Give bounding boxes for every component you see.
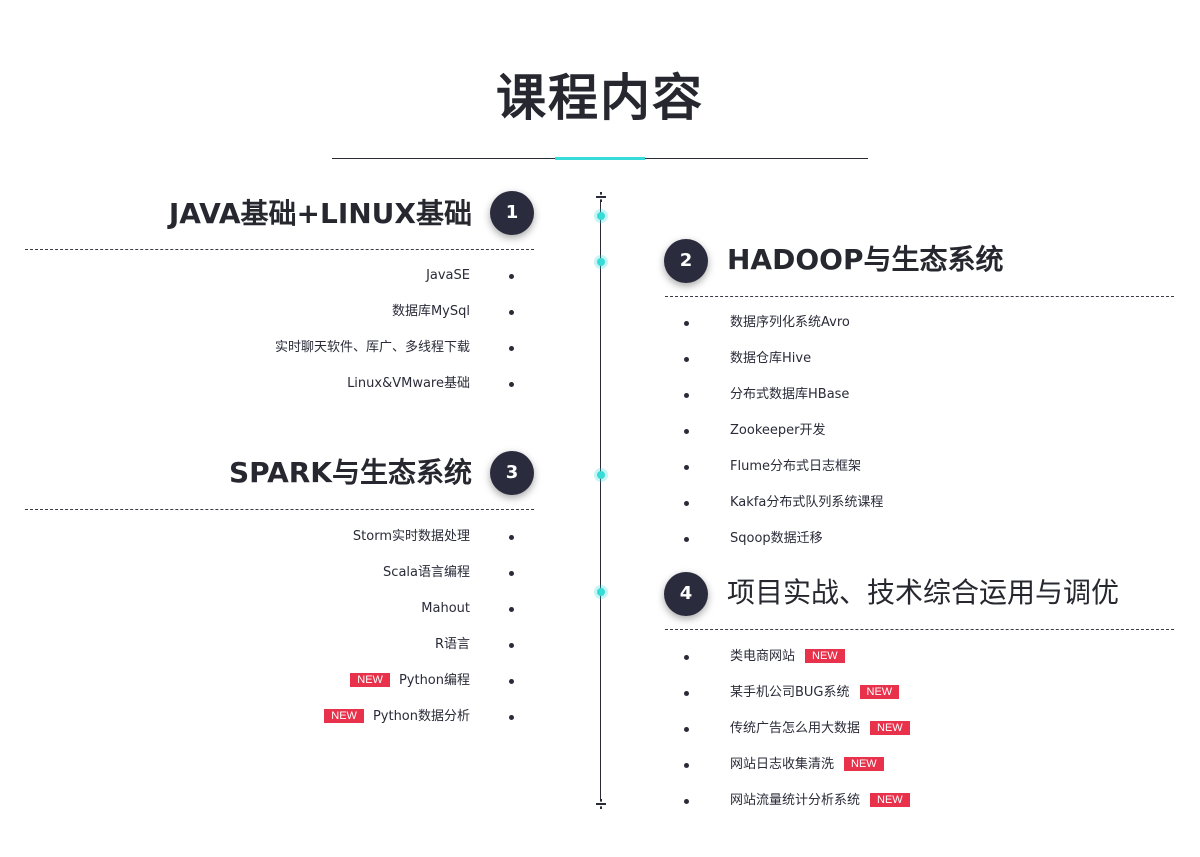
list-item-label: 类电商网站 (730, 649, 796, 664)
list-item-label: Flume分布式日志框架 (730, 459, 861, 474)
list-item: 分布式数据库HBase (665, 385, 1174, 421)
section-1-item-list: JavaSE 数据库MySql 实时聊天软件、厍广、多线程下载 Linux&VMwar… (25, 266, 534, 410)
list-item-label: Kakfa分布式队列系统课程 (730, 495, 884, 510)
list-item-label: 传统广告怎么用大数据 (730, 721, 861, 736)
bullet-dot-icon (684, 537, 689, 542)
section-1-divider (25, 249, 534, 250)
timeline-dot-4 (594, 585, 608, 599)
title-accent-bar (555, 157, 645, 160)
bullet-dot-icon (509, 643, 514, 648)
page-title: 课程内容 (496, 69, 704, 127)
list-item-label: 分布式数据库HBase (730, 387, 850, 402)
section-number-2: 2 (664, 239, 708, 283)
list-item-label: 网站日志收集清洗 (730, 757, 835, 772)
bullet-dot-icon (509, 346, 514, 351)
section-title-java-linux: JAVA基础+LINUX基础 (168, 197, 472, 230)
list-item-label: Storm实时数据处理 (352, 529, 470, 544)
bullet-dot-icon (509, 274, 514, 279)
list-item: JavaSE (25, 266, 534, 302)
list-item-label: 实时聊天软件、厍广、多线程下载 (274, 340, 470, 355)
new-badge: NEW (350, 673, 390, 687)
list-item: Mahout (25, 599, 534, 635)
list-item: 数据序列化系统Avro (665, 313, 1174, 349)
timeline-dot-2 (594, 255, 608, 269)
list-item-label: Zookeeper开发 (730, 423, 826, 438)
list-item: 网站流量统计分析系统 NEW (665, 791, 1174, 827)
list-item-label: Mahout (421, 601, 470, 616)
list-item: 数据仓库Hive (665, 349, 1174, 385)
bullet-dot-icon (509, 607, 514, 612)
section-3-divider (25, 509, 534, 510)
timeline-start-marker (596, 192, 606, 202)
list-item-label: 数据序列化系统Avro (730, 315, 850, 330)
bullet-dot-icon (684, 393, 689, 398)
list-item-label: Python编程 (398, 673, 470, 688)
bullet-dot-icon (509, 382, 514, 387)
bullet-dot-icon (684, 727, 689, 732)
bullet-dot-icon (684, 763, 689, 768)
list-item-label: 数据仓库Hive (730, 351, 812, 366)
list-item-label: Scala语言编程 (383, 565, 470, 580)
list-item: Linux&VMware基础 (25, 374, 534, 410)
list-item: Kakfa分布式队列系统课程 (665, 493, 1174, 529)
bullet-dot-icon (684, 429, 689, 434)
list-item-label: Python数据分析 (372, 709, 470, 724)
section-number-4: 4 (664, 572, 708, 616)
list-item: NEW Python编程 (25, 671, 534, 707)
bullet-dot-icon (684, 691, 689, 696)
bullet-dot-icon (509, 571, 514, 576)
section-title-hadoop: HADOOP与生态系统 (727, 243, 1004, 276)
list-item: Storm实时数据处理 (25, 527, 534, 563)
list-item-label: JavaSE (426, 268, 470, 283)
list-item: Scala语言编程 (25, 563, 534, 599)
list-item: R语言 (25, 635, 534, 671)
new-badge: NEW (805, 649, 845, 663)
list-item-label: Linux&VMware基础 (347, 376, 470, 391)
section-number-1: 1 (490, 191, 534, 235)
bullet-dot-icon (509, 535, 514, 540)
bullet-dot-icon (684, 357, 689, 362)
bullet-dot-icon (509, 715, 514, 720)
list-item-label: 数据库MySql (391, 304, 470, 319)
bullet-dot-icon (684, 321, 689, 326)
bullet-dot-icon (684, 655, 689, 660)
list-item: 数据库MySql (25, 302, 534, 338)
list-item: 类电商网站 NEW (665, 647, 1174, 683)
bullet-dot-icon (684, 501, 689, 506)
bullet-dot-icon (509, 679, 514, 684)
new-badge: NEW (844, 757, 884, 771)
list-item: Sqoop数据迁移 (665, 529, 1174, 565)
timeline-line (600, 202, 601, 800)
bullet-dot-icon (684, 799, 689, 804)
list-item-label: 网站流量统计分析系统 (730, 793, 861, 808)
bullet-dot-icon (684, 465, 689, 470)
section-title-spark: SPARK与生态系统 (228, 456, 472, 489)
section-number-3: 3 (490, 451, 534, 495)
list-item: Flume分布式日志框架 (665, 457, 1174, 493)
list-item-label: Sqoop数据迁移 (730, 531, 823, 546)
section-4-divider (665, 629, 1174, 630)
timeline-dot-1 (594, 209, 608, 223)
new-badge: NEW (859, 685, 900, 699)
list-item: 传统广告怎么用大数据 NEW (665, 719, 1174, 755)
list-item: Zookeeper开发 (665, 421, 1174, 457)
new-badge: NEW (870, 721, 910, 735)
new-badge: NEW (870, 793, 910, 807)
section-2-divider (665, 296, 1174, 297)
list-item: 实时聊天软件、厍广、多线程下载 (25, 338, 534, 374)
list-item: 某手机公司BUG系统 NEW (665, 683, 1174, 719)
new-badge: NEW (324, 709, 364, 723)
bullet-dot-icon (509, 310, 514, 315)
section-title-project: 项目实战、技术综合运用与调优 (727, 576, 1120, 609)
list-item-label: 某手机公司BUG系统 (730, 685, 850, 700)
timeline-end-marker (596, 799, 606, 809)
timeline-dot-3 (594, 468, 608, 482)
list-item: 网站日志收集清洗 NEW (665, 755, 1174, 791)
list-item-label: R语言 (434, 637, 470, 652)
list-item: NEW Python数据分析 (25, 707, 534, 743)
